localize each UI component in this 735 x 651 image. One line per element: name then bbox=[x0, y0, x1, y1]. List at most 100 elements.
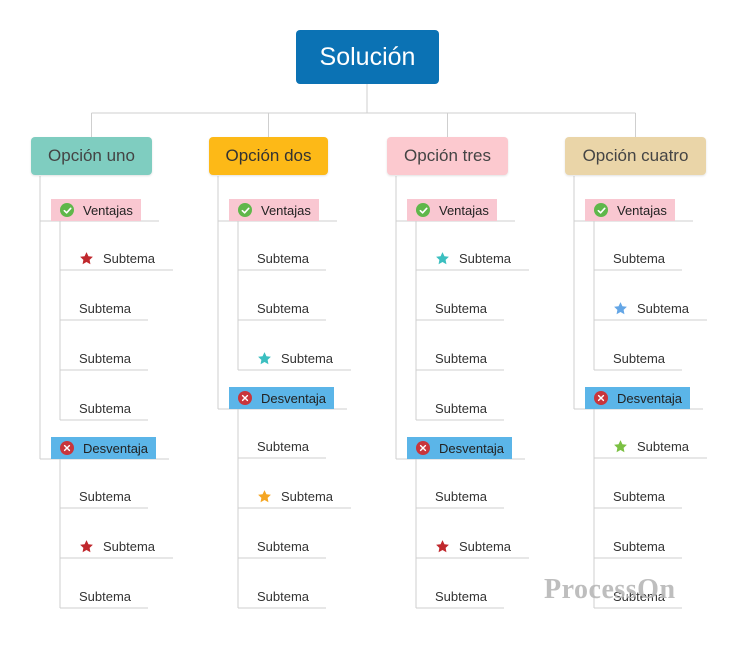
tag-label: Desventaja bbox=[617, 390, 683, 406]
subtopic-item[interactable]: Subtema bbox=[257, 348, 333, 368]
tag-label: Ventajas bbox=[439, 202, 489, 218]
subtopic-label: Subtema bbox=[435, 350, 488, 366]
subtopic-label: Subtema bbox=[79, 488, 132, 504]
ventajas-tag[interactable]: Ventajas bbox=[51, 199, 141, 221]
tag-label: Ventajas bbox=[261, 202, 311, 218]
subtopic-label: Subtema bbox=[281, 488, 334, 504]
option-node-1[interactable]: Opción uno bbox=[31, 137, 152, 175]
subtopic-item[interactable]: Subtema bbox=[435, 248, 511, 268]
subtopic-item[interactable]: Subtema bbox=[435, 348, 487, 368]
subtopic-label: Subtema bbox=[257, 300, 310, 316]
subtopic-item[interactable]: Subtema bbox=[613, 536, 665, 556]
subtopic-item[interactable]: Subtema bbox=[79, 486, 131, 506]
subtopic-item[interactable]: Subtema bbox=[613, 298, 689, 318]
ventajas-tag[interactable]: Ventajas bbox=[585, 199, 675, 221]
subtopic-label: Subtema bbox=[613, 250, 666, 266]
subtopic-item[interactable]: Subtema bbox=[79, 348, 131, 368]
subtopic-item[interactable]: Subtema bbox=[257, 536, 309, 556]
desventaja-tag[interactable]: Desventaja bbox=[229, 387, 335, 409]
subtopic-label: Subtema bbox=[79, 350, 132, 366]
subtopic-label: Subtema bbox=[435, 400, 488, 416]
subtopic-item[interactable]: Subtema bbox=[613, 486, 665, 506]
star-icon bbox=[435, 251, 450, 266]
subtopic-label: Subtema bbox=[257, 250, 310, 266]
subtopic-item[interactable]: Subtema bbox=[613, 436, 689, 456]
star-icon bbox=[79, 251, 94, 266]
check-circle-icon bbox=[594, 203, 608, 217]
option-node-4[interactable]: Opción cuatro bbox=[565, 137, 706, 175]
subtopic-item[interactable]: Subtema bbox=[257, 586, 309, 606]
x-circle-icon bbox=[416, 441, 430, 455]
option-label: Opción cuatro bbox=[582, 146, 689, 165]
ventajas-tag[interactable]: Ventajas bbox=[229, 199, 319, 221]
tag-label: Ventajas bbox=[83, 202, 133, 218]
subtopic-item[interactable]: Subtema bbox=[79, 398, 131, 418]
subtopic-label: Subtema bbox=[257, 538, 310, 554]
subtopic-item[interactable]: Subtema bbox=[79, 298, 131, 318]
star-icon bbox=[613, 301, 628, 316]
star-icon bbox=[79, 539, 94, 554]
subtopic-label: Subtema bbox=[613, 350, 666, 366]
ventajas-tag[interactable]: Ventajas bbox=[407, 199, 497, 221]
subtopic-label: Subtema bbox=[103, 250, 156, 266]
subtopic-label: Subtema bbox=[613, 488, 666, 504]
subtopic-item[interactable]: Subtema bbox=[435, 536, 511, 556]
tag-label: Desventaja bbox=[439, 440, 505, 456]
option-label: Opción tres bbox=[404, 146, 491, 165]
x-circle-icon bbox=[594, 391, 608, 405]
subtopic-item[interactable]: Subtema bbox=[79, 536, 155, 556]
root-label: Solución bbox=[319, 42, 416, 71]
subtopic-item[interactable]: Subtema bbox=[435, 586, 487, 606]
option-node-3[interactable]: Opción tres bbox=[387, 137, 508, 175]
subtopic-label: Subtema bbox=[613, 538, 666, 554]
desventaja-tag[interactable]: Desventaja bbox=[51, 437, 157, 459]
x-circle-icon bbox=[60, 441, 74, 455]
subtopic-item[interactable]: Subtema bbox=[435, 298, 487, 318]
star-icon bbox=[613, 439, 628, 454]
subtopic-label: Subtema bbox=[257, 438, 310, 454]
check-circle-icon bbox=[238, 203, 252, 217]
subtopic-item[interactable]: Subtema bbox=[79, 586, 131, 606]
subtopic-label: Subtema bbox=[79, 588, 132, 604]
subtopic-item[interactable]: Subtema bbox=[257, 486, 333, 506]
subtopic-label: Subtema bbox=[281, 350, 334, 366]
subtopic-item[interactable]: Subtema bbox=[435, 486, 487, 506]
subtopic-item[interactable]: Subtema bbox=[435, 398, 487, 418]
subtopic-label: Subtema bbox=[79, 400, 132, 416]
option-label: Opción uno bbox=[48, 146, 135, 165]
subtopic-item[interactable]: Subtema bbox=[257, 436, 309, 456]
subtopic-label: Subtema bbox=[637, 300, 690, 316]
subtopic-label: Subtema bbox=[435, 588, 488, 604]
subtopic-item[interactable]: Subtema bbox=[79, 248, 155, 268]
subtopic-item[interactable]: Subtema bbox=[613, 248, 665, 268]
check-circle-icon bbox=[60, 203, 74, 217]
subtopic-item[interactable]: Subtema bbox=[613, 586, 665, 606]
subtopic-label: Subtema bbox=[257, 588, 310, 604]
subtopic-label: Subtema bbox=[637, 438, 690, 454]
option-node-2[interactable]: Opción dos bbox=[209, 137, 328, 175]
processon-watermark: ProcessOn bbox=[544, 574, 676, 605]
check-circle-icon bbox=[416, 203, 430, 217]
subtopic-label: Subtema bbox=[613, 588, 666, 604]
subtopic-item[interactable]: Subtema bbox=[257, 298, 309, 318]
subtopic-label: Subtema bbox=[103, 538, 156, 554]
subtopic-label: Subtema bbox=[79, 300, 132, 316]
subtopic-item[interactable]: Subtema bbox=[257, 248, 309, 268]
subtopic-label: Subtema bbox=[435, 488, 488, 504]
tag-label: Desventaja bbox=[261, 390, 327, 406]
tag-label: Ventajas bbox=[617, 202, 667, 218]
option-label: Opción dos bbox=[225, 146, 312, 165]
desventaja-tag[interactable]: Desventaja bbox=[585, 387, 691, 409]
root-node[interactable]: Solución bbox=[296, 30, 439, 84]
desventaja-tag[interactable]: Desventaja bbox=[407, 437, 513, 459]
subtopic-label: Subtema bbox=[459, 250, 512, 266]
x-circle-icon bbox=[238, 391, 252, 405]
subtopic-item[interactable]: Subtema bbox=[613, 348, 665, 368]
star-icon bbox=[435, 539, 450, 554]
subtopic-label: Subtema bbox=[459, 538, 512, 554]
tag-label: Desventaja bbox=[83, 440, 149, 456]
star-icon bbox=[257, 489, 272, 504]
star-icon bbox=[257, 351, 272, 366]
